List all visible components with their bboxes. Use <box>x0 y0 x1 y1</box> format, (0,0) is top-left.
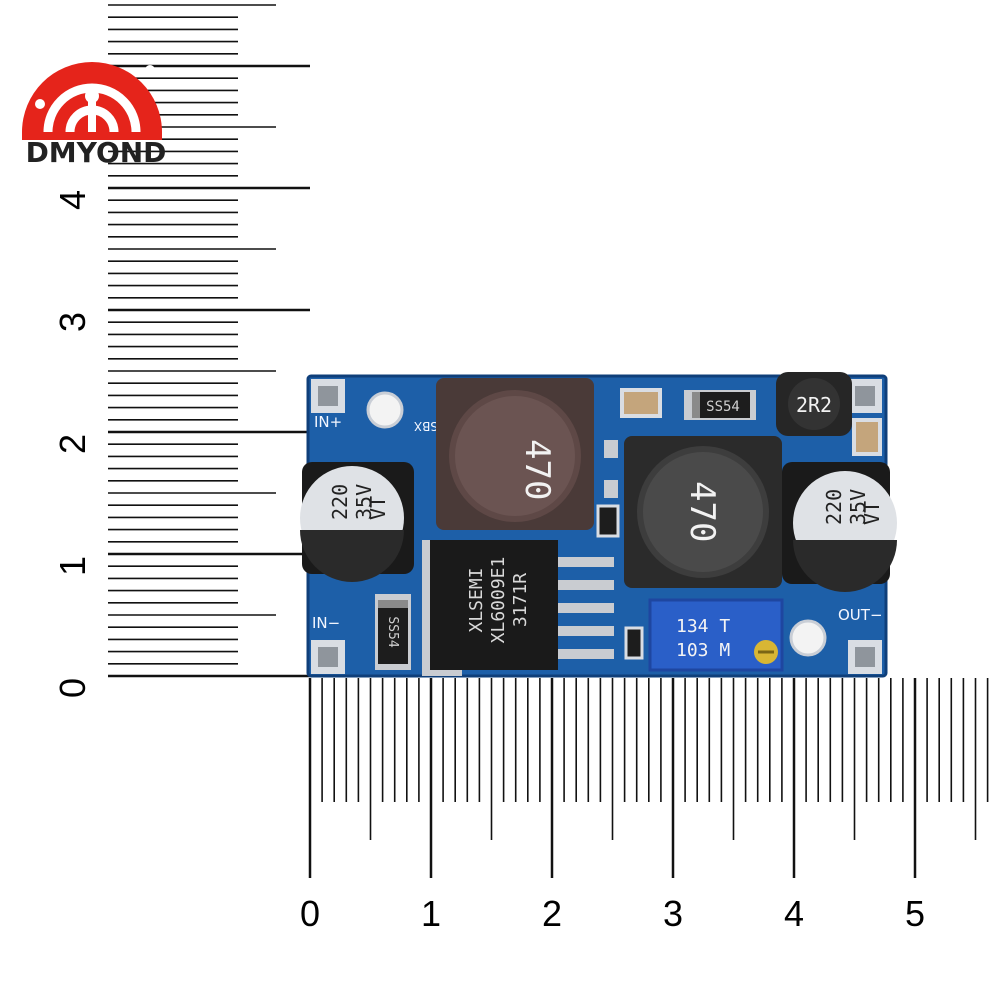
ic-marking-brand: XLSEMI <box>466 567 487 632</box>
capacitor-left: 220 35V VT <box>300 462 414 582</box>
vertical-ruler-label-3: 3 <box>52 312 93 332</box>
silk-out-minus: OUT− <box>838 606 883 624</box>
mounting-hole-right <box>789 619 827 657</box>
ic-marking-part: XL6009E1 <box>488 557 509 644</box>
capacitor-left-voltage: 35V <box>352 484 376 520</box>
horizontal-ruler-label-3: 3 <box>663 893 683 934</box>
inductor-small: 2R2 <box>776 372 852 436</box>
capacitor-left-value: 220 <box>328 484 352 520</box>
diode-left: SS54 <box>375 594 411 670</box>
inductor-left: 470 <box>436 378 594 530</box>
ic-marking-lot: 3171R <box>510 573 531 627</box>
inductor-left-value: 470 <box>517 439 557 500</box>
diode-top-marking: SS54 <box>706 399 740 415</box>
vertical-ruler-ticks <box>108 4 310 678</box>
horizontal-ruler-label-2: 2 <box>542 893 562 934</box>
dmyond-logo: DMYOND <box>22 62 166 169</box>
potentiometer[interactable]: 134 T 103 M <box>648 598 784 672</box>
silk-in-minus: IN− <box>312 614 340 632</box>
vertical-ruler-label-4: 4 <box>52 190 93 210</box>
smd-capacitor-right <box>852 418 882 456</box>
smd-resistor-bottom <box>624 626 644 660</box>
capacitor-right: 220 35V VT <box>782 462 897 592</box>
diode-left-marking: SS54 <box>385 616 400 647</box>
vertical-ruler-label-0: 0 <box>52 678 93 698</box>
horizontal-ruler-ticks <box>308 678 989 878</box>
vertical-ruler: 0 1 2 3 4 <box>52 4 310 698</box>
inductor-small-value: 2R2 <box>796 393 832 417</box>
diode-top: SS54 <box>684 390 756 420</box>
mounting-hole-left <box>366 391 404 429</box>
horizontal-ruler-label-0: 0 <box>300 893 320 934</box>
silk-in-plus: IN+ <box>314 413 342 431</box>
capacitor-right-voltage: 35V <box>846 489 870 525</box>
capacitor-right-value: 220 <box>822 489 846 525</box>
potentiometer-marking-bottom: 103 M <box>676 640 730 661</box>
potentiometer-marking-top: 134 T <box>676 616 730 637</box>
logo-brand-text: DMYOND <box>26 136 167 169</box>
capacitor-left-brand: VT <box>366 496 390 520</box>
smd-pad-a <box>604 440 618 458</box>
smd-capacitor-top <box>620 388 662 418</box>
vertical-ruler-label-1: 1 <box>52 556 93 576</box>
pcb-board: IN+ IN− OUT− SBX 220 35V VT 220 35V VT 4 <box>300 372 897 678</box>
smd-pad-b <box>604 480 618 498</box>
ic-xl6009e1: XLSEMI XL6009E1 3171R <box>422 540 614 676</box>
silk-sbx: SBX <box>414 419 438 433</box>
horizontal-ruler-label-4: 4 <box>784 893 804 934</box>
horizontal-ruler-label-1: 1 <box>421 893 441 934</box>
smd-resistor-mid <box>596 504 620 538</box>
horizontal-ruler-label-5: 5 <box>905 893 925 934</box>
inductor-right-value: 470 <box>682 481 722 542</box>
inductor-right: 470 <box>624 436 782 588</box>
horizontal-ruler: 0 1 2 3 4 5 <box>300 678 989 934</box>
capacitor-right-brand: VT <box>860 501 884 525</box>
vertical-ruler-label-2: 2 <box>52 434 93 454</box>
